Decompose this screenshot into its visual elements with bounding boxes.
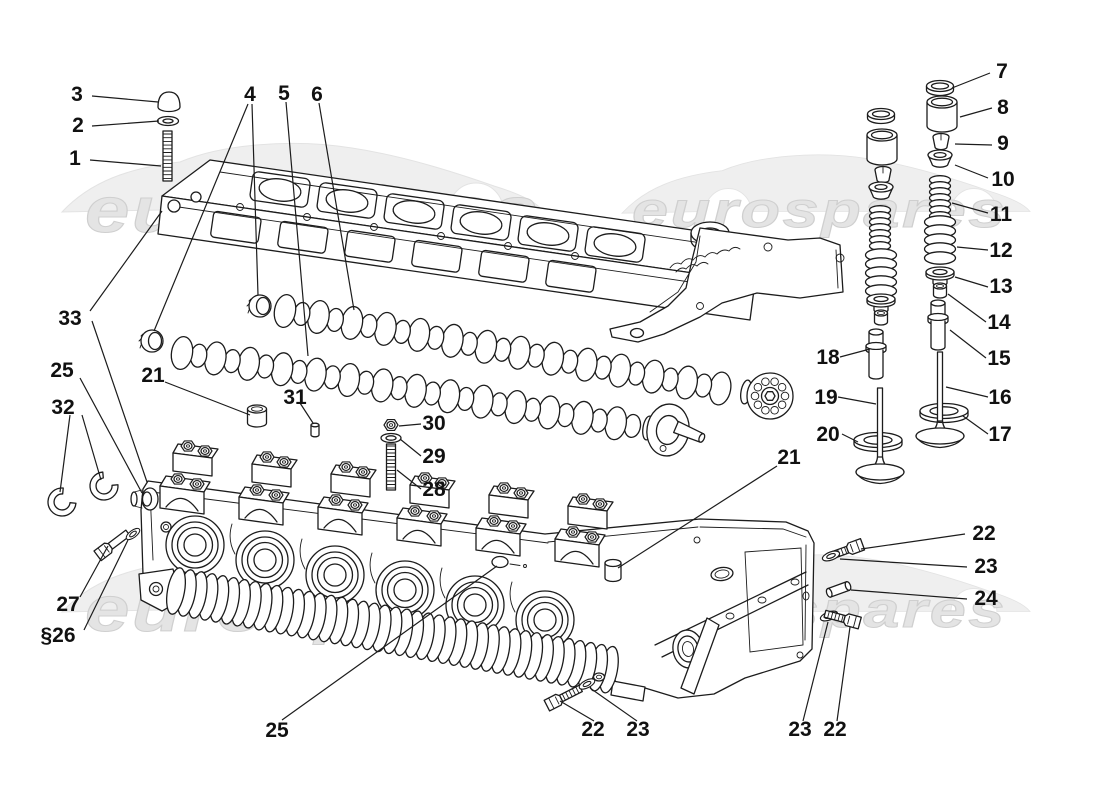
part-label-8: 8 [997,96,1009,119]
part-label-14: 14 [987,311,1011,334]
stud-24 [825,581,852,598]
part-label-25-left: 25 [50,359,74,382]
part-label-9: 9 [997,132,1009,155]
valve-stack-right [915,79,969,449]
valve-cover-drawing [157,159,845,343]
part-label-33: 33 [58,307,81,330]
part-label-18: 18 [816,346,840,369]
camshaft-intake-drawing [170,335,706,457]
part-label-25-bottom: 25 [265,719,289,742]
bottom-fasteners-drawing [543,672,606,712]
cylinder-head-drawing [130,441,815,702]
valve-stack-left [853,107,905,485]
bolt-27-drawing [93,525,143,562]
side-fasteners-drawing [818,537,866,630]
part-label-28: 28 [422,478,446,501]
part-label-17: 17 [988,423,1011,446]
part-label-15: 15 [987,347,1011,370]
part-label-29: 29 [422,445,445,468]
part-label-1: 1 [69,147,81,170]
part-label-10: 10 [991,168,1014,191]
lamborghini-script [669,246,741,269]
part-label-23-right: 23 [974,555,997,578]
tappet-bucket-drawing [246,404,268,428]
cam-plug-drawing [138,294,272,353]
head-end-plate [610,526,810,702]
part-label-4: 4 [244,83,256,106]
part-label-20: 20 [816,423,839,446]
part-label-22-right: 22 [972,522,995,545]
stud-28-assembly [380,418,402,491]
part-label-23-bottom-right: 23 [788,718,811,741]
stud-assembly-drawing [156,91,181,182]
camshaft-exhaust-drawing [273,294,794,420]
part-label-22-bottom-right: 22 [823,718,846,741]
part-label-21-right: 21 [777,446,801,469]
part-label-32: 32 [51,396,74,419]
part-labels: 3 2 1 4 5 6 7 8 9 10 11 12 13 14 15 16 1… [40,60,1014,742]
part-label-2: 2 [72,114,84,137]
cover-wing [609,227,845,343]
part-label-3: 3 [71,83,83,106]
part-label-16: 16 [988,386,1011,409]
part-label-23-bottom-center: 23 [626,718,649,741]
part-label-22-bottom-center: 22 [581,718,604,741]
part-label-12: 12 [989,239,1012,262]
part-label-24: 24 [974,587,998,610]
part-label-21-left: 21 [141,364,165,387]
part-label-19: 19 [814,386,837,409]
half-moon-seals-drawing [41,468,122,523]
cam-flange [746,372,794,420]
part-label-30: 30 [422,412,445,435]
cam-snout [673,420,706,443]
part-label-6: 6 [311,83,323,106]
head-front-coil [138,567,619,694]
part-label-11: 11 [990,203,1013,226]
dowel-pin-drawing [310,422,320,438]
part-label-5: 5 [278,82,290,105]
part-label-27: 27 [56,593,79,616]
part-label-31: 31 [283,386,307,409]
leader-lines [59,72,993,722]
part-label-13: 13 [989,275,1012,298]
part-label-7: 7 [996,60,1008,83]
part-label-26: §26 [40,624,75,647]
